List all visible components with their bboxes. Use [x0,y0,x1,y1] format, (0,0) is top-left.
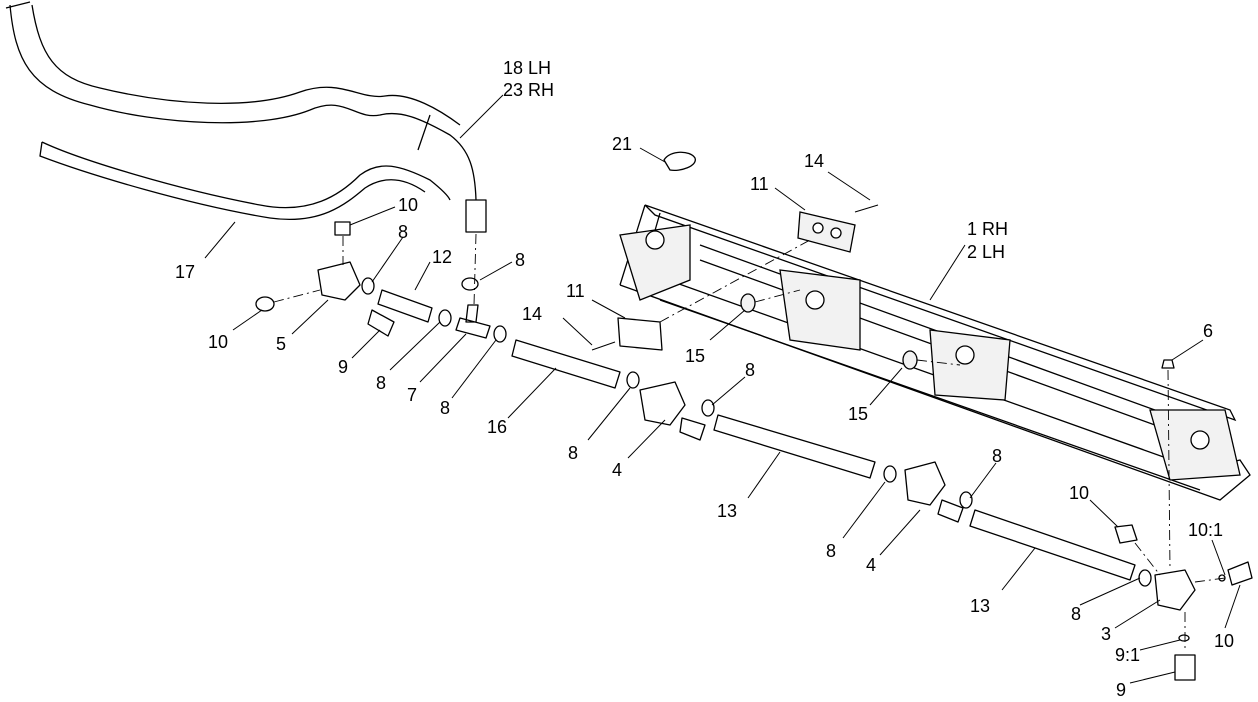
grommet-15-upper [740,293,756,313]
label-10-1: 10:1 [1188,520,1223,540]
leader-lines [204,94,1241,684]
label-17: 17 [175,262,195,282]
nozzle-body-4-b [904,461,964,523]
assembly-centerlines [273,233,1226,652]
label-8: 8 [826,541,836,561]
pipe-12 [377,289,433,323]
nozzle-body-5 [255,221,395,337]
label-10: 10 [1214,631,1234,651]
nozzle-body-4-a [639,381,706,441]
label-10: 10 [1069,483,1089,503]
label-14: 14 [522,304,542,324]
tee-7 [455,304,491,339]
label-21: 21 [612,134,632,154]
label-18lh: 18 LH [503,58,551,78]
label-9: 9 [338,357,348,377]
label-13: 13 [970,596,990,616]
boom-frame [619,204,1251,501]
label-8: 8 [1071,604,1081,624]
label-15: 15 [848,404,868,424]
label-8: 8 [376,373,386,393]
label-8: 8 [440,398,450,418]
nut-6 [1161,359,1175,369]
label-8: 8 [515,250,525,270]
label-16: 16 [487,417,507,437]
bracket-11-upper [797,211,856,253]
label-23rh: 23 RH [503,80,554,100]
grommet-15-lower [902,350,918,370]
bracket-11-lower [617,317,663,351]
label-4: 4 [612,460,622,480]
pipe-13-a [713,414,876,479]
pipe-16 [511,339,621,389]
label-9: 9 [1116,680,1126,700]
label-10: 10 [398,195,418,215]
callout-labels: 18 LH 23 RH 21 14 11 1 RH 2 LH 10 8 12 8… [175,58,1234,700]
pipe-13-b [969,509,1136,581]
label-6: 6 [1203,321,1213,341]
label-12: 12 [432,247,452,267]
label-14: 14 [804,151,824,171]
nozzle-body-3 [1114,524,1253,681]
label-9-1: 9:1 [1115,645,1140,665]
label-11: 11 [566,281,585,301]
label-8: 8 [745,360,755,380]
label-3: 3 [1101,624,1111,644]
hose-clamp-21 [663,151,696,172]
label-8: 8 [398,222,408,242]
bolt-14-lower [591,341,616,351]
label-1rh: 1 RH [967,219,1008,239]
clamps-8 [361,277,1152,587]
label-11: 11 [750,174,769,194]
label-4: 4 [866,555,876,575]
bolt-14-upper [854,204,879,213]
label-2lh: 2 LH [967,242,1005,262]
label-8: 8 [992,446,1002,466]
label-10: 10 [208,332,228,352]
label-5: 5 [276,334,286,354]
hose-17 [5,1,487,233]
label-7: 7 [407,385,417,405]
label-15: 15 [685,346,705,366]
label-13: 13 [717,501,737,521]
label-8: 8 [568,443,578,463]
